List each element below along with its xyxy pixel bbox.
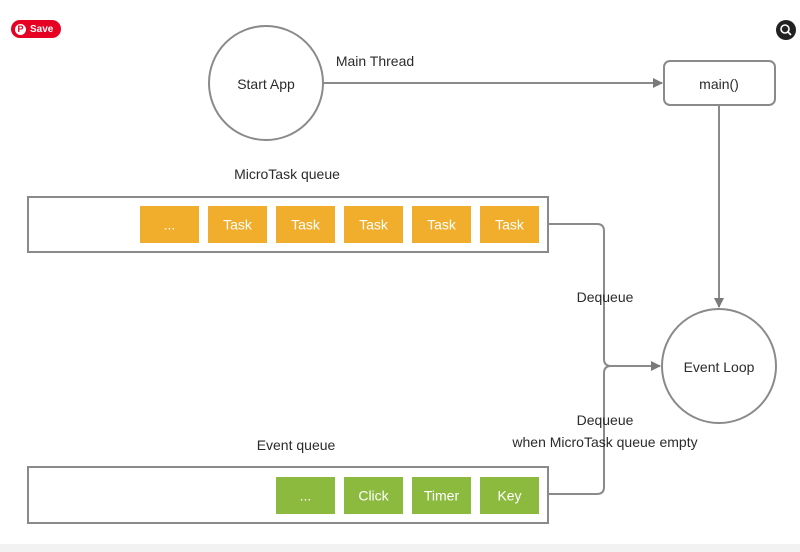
event-item-box — [480, 477, 539, 514]
event-item-box — [412, 477, 471, 514]
bottom-strip — [0, 544, 800, 552]
event-items: ... Click Timer Key — [276, 477, 539, 514]
event-item-label: Key — [497, 488, 521, 504]
main-function-node: main() — [663, 60, 776, 106]
event-item-box — [276, 477, 335, 514]
microtask-item-box — [480, 206, 539, 243]
microtask-item-box — [276, 206, 335, 243]
microtask-item-label: Task — [427, 217, 457, 233]
event-dequeue-arrow — [548, 365, 612, 495]
main-function-box — [663, 60, 776, 106]
microtask-item-box — [412, 206, 471, 243]
microtask-item-label: ... — [164, 217, 176, 233]
microtask-items: ... Task Task Task Task Task — [140, 206, 539, 243]
microtask-item-label: Task — [291, 217, 321, 233]
event-item-label: ... — [300, 488, 312, 504]
microtask-item-label: Task — [495, 217, 525, 233]
event-loop-node: Event Loop — [661, 308, 777, 424]
save-button[interactable]: P Save — [11, 20, 62, 38]
microtask-item-label: Task — [223, 217, 253, 233]
pinterest-icon: P — [15, 23, 26, 35]
visual-search-icon — [780, 24, 792, 36]
visual-search-button[interactable] — [776, 20, 796, 40]
microtask-item-box — [208, 206, 267, 243]
save-button-label: Save — [30, 23, 54, 35]
event-queue-title: Event queue — [257, 437, 336, 453]
dequeue-label: Dequeue — [577, 289, 634, 305]
event-item-label: Click — [358, 488, 389, 504]
microtask-item-box — [344, 206, 403, 243]
microtask-queue-title: MicroTask queue — [234, 166, 340, 182]
main-thread-label: Main Thread — [336, 53, 414, 69]
start-app-node: Start App — [208, 25, 324, 141]
microtask-item-label: Task — [359, 217, 389, 233]
event-loop-label: Event Loop — [684, 359, 755, 375]
event-item-box — [344, 477, 403, 514]
start-app-label: Start App — [237, 76, 295, 92]
event-loop-circle — [661, 308, 777, 424]
event-item-label: Timer — [424, 488, 460, 504]
main-function-label: main() — [699, 76, 739, 92]
microtask-item-box — [140, 206, 199, 243]
dequeue2-label-line2: when MicroTask queue empty — [511, 434, 697, 450]
dequeue2-label-line1: Dequeue — [577, 412, 634, 428]
